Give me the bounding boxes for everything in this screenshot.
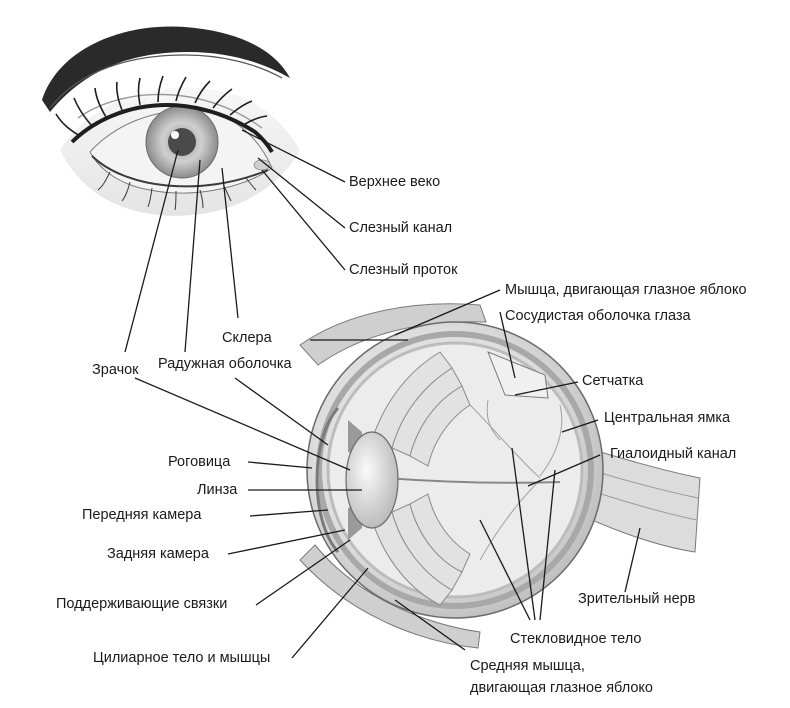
bottom-muscle-shape bbox=[299, 544, 481, 649]
lens-shape bbox=[345, 431, 399, 529]
outer-eye bbox=[42, 26, 300, 216]
label-eye-muscle-top: Мышца, двигающая глазное яблоко bbox=[505, 282, 747, 298]
eyebrow-edge bbox=[49, 54, 283, 109]
label-cornea: Роговица bbox=[168, 454, 231, 470]
label-suspensory-ligaments: Поддерживающие связки bbox=[56, 596, 228, 612]
label-iris: Радужная оболочка bbox=[158, 356, 292, 372]
label-vitreous-body: Стекловидное тело bbox=[510, 631, 642, 647]
label-tear-duct: Слезный проток bbox=[349, 262, 458, 278]
label-middle-muscle-line1: Средняя мышца, bbox=[470, 658, 585, 674]
lower-lid-line bbox=[91, 155, 269, 188]
label-posterior-chamber: Задняя камера bbox=[107, 546, 209, 562]
choroid-layer bbox=[316, 331, 594, 609]
label-fovea: Центральная ямка bbox=[604, 410, 731, 426]
label-pupil: Зрачок bbox=[92, 362, 139, 378]
pupil-highlight bbox=[171, 131, 179, 139]
eyelashes bbox=[55, 75, 268, 137]
ciliary-fan bbox=[371, 351, 471, 606]
label-upper-eyelid: Верхнее веко bbox=[349, 174, 441, 190]
label-anterior-chamber: Передняя камера bbox=[82, 507, 202, 523]
label-choroid: Сосудистая оболочка глаза bbox=[505, 308, 691, 324]
cornea-shape bbox=[315, 407, 340, 553]
label-lens: Линза bbox=[197, 482, 238, 498]
eyebrow bbox=[42, 26, 290, 112]
label-sclera: Склера bbox=[222, 330, 272, 346]
label-optic-nerve: Зрительный нерв bbox=[578, 591, 696, 607]
label-retina: Сетчатка bbox=[582, 373, 644, 389]
layer-cutaway bbox=[487, 351, 549, 399]
label-ciliary-body: Цилиарное тело и мышцы bbox=[93, 650, 271, 666]
retinal-vessels bbox=[469, 399, 563, 561]
eyeball-cross-section bbox=[299, 303, 701, 649]
hyaloid-canal-shape bbox=[384, 477, 561, 484]
leader-lines bbox=[124, 129, 641, 659]
label-tear-canal: Слезный канал bbox=[349, 220, 453, 236]
label-hyaloid-canal: Гиалоидный канал bbox=[610, 446, 737, 462]
label-middle-muscle-line2: двигающая глазное яблоко bbox=[470, 680, 653, 696]
top-muscle-shape bbox=[299, 303, 487, 366]
lower-eyelashes bbox=[97, 171, 257, 211]
lid-crease bbox=[77, 93, 263, 129]
upper-lid-line bbox=[70, 103, 274, 154]
